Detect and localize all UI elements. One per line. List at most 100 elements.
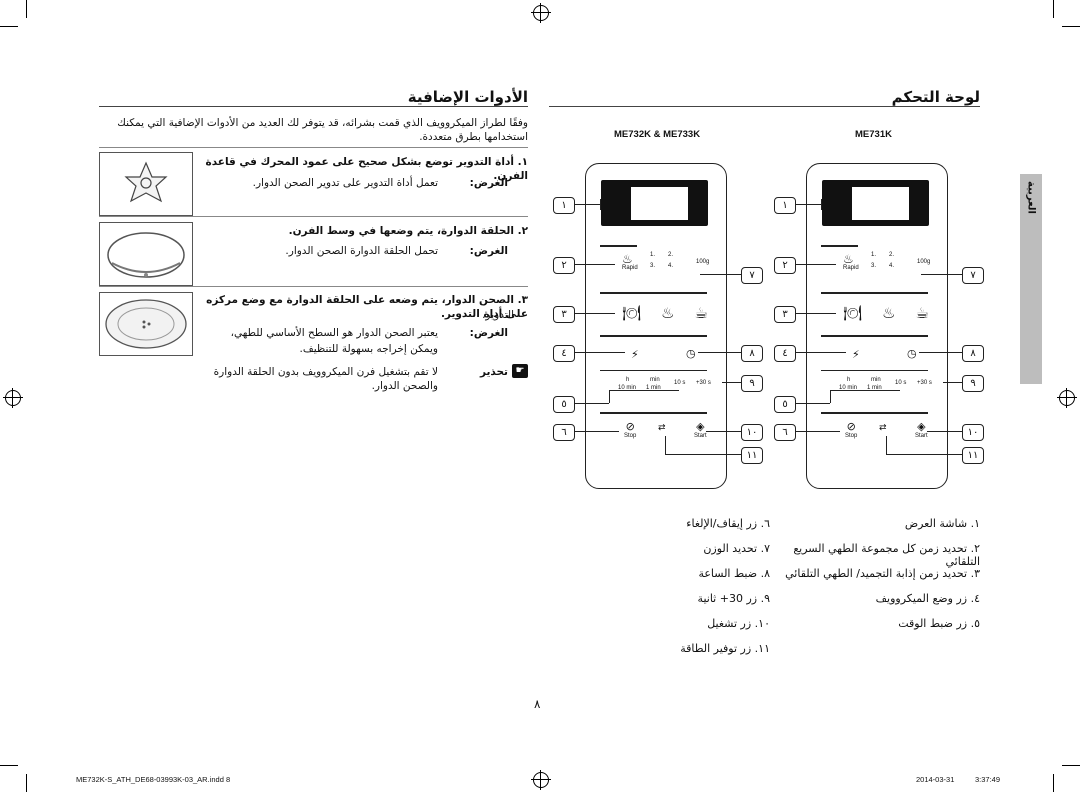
callout-5: ٥ [774, 396, 796, 413]
separator [821, 245, 858, 247]
footer-file: ME732K-S_ATH_DE68-03993K-03_AR.indd 8 [76, 775, 231, 784]
callout-8: ٨ [962, 345, 984, 362]
item3-purpose-label: الغرض: [469, 327, 508, 339]
mode-icons-b: 🍽♨☕ [622, 304, 728, 322]
callout-8: ٨ [741, 345, 763, 362]
callout-9: ٩ [962, 375, 984, 392]
callout-5: ٥ [553, 396, 575, 413]
item1-purpose-label: الغرض: [469, 177, 508, 189]
separator [600, 292, 707, 294]
callout-1: ١ [553, 197, 575, 214]
item-divider [99, 216, 528, 217]
language-tab: العربية [1020, 174, 1042, 384]
legend-item-11: ١١. زر توفير الطاقة [680, 642, 770, 655]
legend-item-8: ٨. ضبط الساعة [698, 567, 770, 580]
eco-icon-b: ⇄ [658, 423, 666, 433]
start-button-a: ◈Start [915, 420, 928, 439]
item1-text: ١. أداة التدوير توضع بشكل صحيح على عمود … [205, 156, 528, 182]
language-tab-label: العربية [1025, 181, 1037, 214]
item3-text: ٣. الصحن الدوار، يتم وضعه على الحلقة الد… [206, 294, 528, 320]
callout-1: ١ [774, 197, 796, 214]
crop-mark [26, 0, 27, 18]
callout-2: ٢ [774, 257, 796, 274]
stop-button-a: ⊘Stop [845, 420, 858, 439]
crop-mark [26, 774, 27, 792]
legend-item-1: ١. شاشة العرض [904, 517, 980, 530]
crop-mark [1062, 765, 1080, 766]
separator [600, 245, 637, 247]
turntable-image [99, 292, 193, 356]
accessories-intro: وفقًا لطراز الميكروويف الذي قمت بشرائه، … [117, 117, 528, 143]
time-buttons-a: h min 10 min 1 min 10 s +30 s [839, 377, 932, 391]
registration-mark-right [1057, 388, 1077, 408]
legend-item-2: ٢. تحديد زمن كل مجموعة الطهي السريع التل… [793, 542, 980, 568]
item2-purpose-label: الغرض: [469, 245, 508, 257]
legend-item-5: ٥. زر ضبط الوقت [898, 617, 980, 630]
warning-icon: ☛ [512, 364, 528, 378]
callout-10: ١٠ [962, 424, 984, 441]
item2-purpose: تحمل الحلقة الدوارة الصحن الدوار. [285, 245, 438, 257]
title-rule [549, 106, 980, 107]
item2-text: ٢. الحلقة الدوارة، يتم وضعها في وسط الفر… [288, 225, 528, 237]
defrost-icon-b: ⚡ [631, 348, 639, 361]
registration-mark-bottom [531, 770, 551, 790]
model-label-b: ME732K & ME733K [614, 129, 701, 140]
callout-10: ١٠ [741, 424, 763, 441]
mode-icons-a: 🍽♨☕ [843, 304, 949, 322]
callout-9: ٩ [741, 375, 763, 392]
coupler-image [99, 152, 193, 216]
callout-4: ٤ [774, 345, 796, 362]
crop-mark [1062, 26, 1080, 27]
title-rule [99, 106, 528, 107]
model-label-a: ME731K [855, 129, 892, 140]
separator [600, 370, 707, 371]
crop-mark [0, 26, 18, 27]
item3-text-cont: التدوير. [482, 309, 514, 321]
separator [821, 370, 928, 371]
callout-6: ٦ [553, 424, 575, 441]
crop-mark [1053, 774, 1054, 792]
crop-mark [0, 765, 18, 766]
item3-purpose-cont: ويمكن إخراجه بسهولة للتنظيف. [299, 343, 439, 355]
warning-label: تحذير [479, 366, 508, 378]
clock-icon-b: ◷ [686, 347, 696, 360]
callout-4: ٤ [553, 345, 575, 362]
separator [600, 412, 707, 414]
display-a [822, 180, 929, 226]
warning-text: لا تقم بتشغيل فرن الميكروويف بدون الحلقة… [213, 366, 438, 392]
callout-11: ١١ [962, 447, 984, 464]
legend-item-6: ٦. زر إيقاف/الإلغاء [686, 517, 770, 530]
footer-date: 2014-03-31 [916, 775, 955, 784]
defrost-icon-a: ⚡ [852, 348, 860, 361]
separator [821, 292, 928, 294]
item-divider [99, 147, 528, 148]
accessories-title: الأدوات الإضافية [407, 88, 528, 106]
callout-6: ٦ [774, 424, 796, 441]
legend-item-9: ٩. زر 30+ ثانية [697, 592, 770, 605]
callout-7: ٧ [962, 267, 984, 284]
separator [821, 335, 928, 337]
callout-7: ٧ [741, 267, 763, 284]
time-buttons-b: h min 10 min 1 min 10 s +30 s [618, 377, 711, 391]
callout-3: ٣ [553, 306, 575, 323]
item3-purpose: يعتبر الصحن الدوار هو السطح الأساسي للطه… [230, 327, 438, 339]
clock-icon-a: ◷ [907, 347, 917, 360]
legend-item-4: ٤. زر وضع الميكروويف [875, 592, 980, 605]
legend-item-7: ٧. تحديد الوزن [703, 542, 770, 555]
callout-11: ١١ [741, 447, 763, 464]
control-panel-title: لوحة التحكم [891, 88, 980, 106]
page-number: ٨ [534, 697, 541, 711]
crop-mark [1053, 0, 1054, 18]
legend-item-3: ٣. تحديد زمن إذابة التجميد/ الطهي التلقا… [785, 567, 980, 580]
item1-purpose: تعمل أداة التدوير على تدوير الصحن الدوار… [252, 177, 438, 189]
registration-mark-top [531, 3, 551, 23]
display-b [601, 180, 708, 226]
start-button-b: ◈Start [694, 420, 707, 439]
eco-icon-a: ⇄ [879, 423, 887, 433]
callout-2: ٢ [553, 257, 575, 274]
registration-mark-left [3, 388, 23, 408]
roller-ring-image [99, 222, 193, 286]
footer-time: 3:37:49 [975, 775, 1001, 784]
separator [600, 335, 707, 337]
callout-3: ٣ [774, 306, 796, 323]
